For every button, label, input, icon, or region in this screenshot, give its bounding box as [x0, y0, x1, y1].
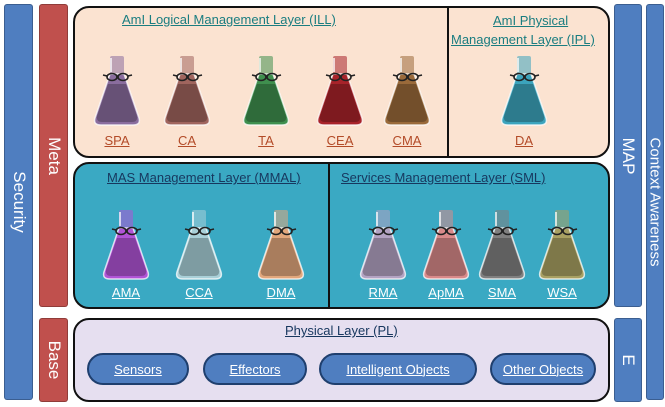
flask-wsa-icon — [536, 208, 588, 282]
context-awareness-bar: Context Awareness — [646, 4, 664, 400]
base-label: Base — [44, 340, 64, 380]
agent-label-spa[interactable]: SPA — [104, 133, 130, 148]
e-bar: E — [614, 318, 642, 402]
flask-apma-icon — [420, 208, 472, 282]
agent-label-cca[interactable]: CCA — [185, 285, 213, 300]
agent-label-ca[interactable]: CA — [177, 133, 197, 148]
flask-cma-icon — [381, 54, 433, 128]
physical-layer-title: Physical Layer (PL) — [285, 323, 398, 338]
other-objects-button[interactable]: Other Objects — [490, 353, 596, 385]
flask-spa-icon — [91, 54, 143, 128]
flask-sma-icon — [476, 208, 528, 282]
flask-ca-icon — [161, 54, 213, 128]
base-bar: Base — [39, 318, 68, 402]
agent-label-da[interactable]: DA — [514, 133, 534, 148]
mmal-title: MAS Management Layer (MMAL) — [107, 170, 301, 185]
intelligent-objects-button[interactable]: Intelligent Objects — [319, 353, 477, 385]
flask-dma-icon — [255, 208, 307, 282]
agent-label-dma[interactable]: DMA — [266, 285, 296, 300]
agent-label-cma[interactable]: CMA — [392, 133, 422, 148]
agent-label-apma[interactable]: ApMA — [428, 285, 464, 300]
sensors-button[interactable]: Sensors — [87, 353, 189, 385]
e-label: E — [619, 354, 638, 366]
map-label: MAP — [619, 137, 638, 174]
agent-label-cea[interactable]: CEA — [326, 133, 354, 148]
ipl-title-line1: AmI Physical — [493, 13, 569, 28]
agent-label-wsa[interactable]: WSA — [547, 285, 577, 300]
flask-rma-icon — [357, 208, 409, 282]
mmal-sml-panel — [73, 162, 610, 309]
flask-da-icon — [498, 54, 550, 128]
flask-cca-icon — [173, 208, 225, 282]
agent-label-sma[interactable]: SMA — [487, 285, 517, 300]
sml-title: Services Management Layer (SML) — [341, 170, 546, 185]
context-awareness-label: Context Awareness — [646, 137, 664, 267]
meta-bar: Meta — [39, 4, 68, 307]
mmal-sml-divider — [328, 162, 330, 309]
flask-ama-icon — [100, 208, 152, 282]
security-bar: Security — [4, 4, 33, 400]
agent-label-rma[interactable]: RMA — [368, 285, 398, 300]
security-label: Security — [9, 171, 29, 233]
meta-label: Meta — [44, 136, 64, 175]
ill-title: AmI Logical Management Layer (ILL) — [122, 12, 336, 27]
ill-ipl-divider — [447, 6, 449, 158]
flask-cea-icon — [314, 54, 366, 128]
effectors-button[interactable]: Effectors — [203, 353, 307, 385]
map-bar: MAP — [614, 4, 642, 307]
agent-label-ta[interactable]: TA — [258, 133, 274, 148]
ipl-title-line2: Management Layer (IPL) — [451, 32, 595, 47]
flask-ta-icon — [240, 54, 292, 128]
agent-label-ama[interactable]: AMA — [111, 285, 141, 300]
